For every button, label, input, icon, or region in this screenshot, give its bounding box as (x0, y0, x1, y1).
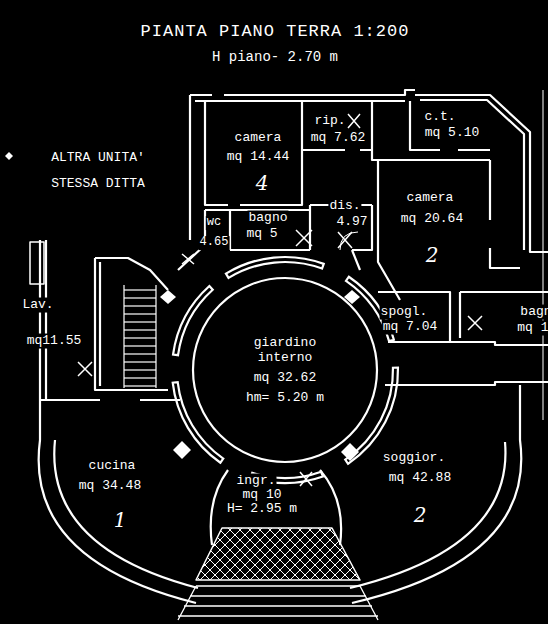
stair-tread (124, 321, 156, 322)
wall (40, 399, 180, 401)
stair-tread (124, 289, 156, 290)
courtyard-name: giardino interno (235, 335, 335, 366)
outer-wall (39, 400, 198, 603)
room-name: cucina (88, 459, 137, 474)
room-area: mq 7.62 (310, 131, 367, 146)
stair-treads (124, 285, 156, 388)
room-name: bagno (247, 211, 288, 226)
ring-wall-segment (345, 368, 398, 464)
column (173, 441, 191, 459)
room-name: spogl. (380, 305, 429, 320)
sheet-border (543, 90, 544, 420)
hatched-porch (196, 528, 360, 580)
room-name: wc (206, 216, 222, 230)
hand-number: 2 (413, 504, 428, 527)
room-area: mq 5.10 (424, 126, 481, 141)
courtyard-wall (193, 278, 377, 462)
courtyard-data: hm= 5.20 m (246, 390, 324, 406)
stair-tread (124, 297, 156, 298)
stair-tread (124, 385, 156, 386)
plan-title: PIANTA PIANO TERRA 1:200 (140, 22, 411, 42)
room-name: rip. (313, 114, 346, 129)
courtyard-circle: giardino interno mq 32.62 hm= 5.20 m (190, 275, 380, 465)
stair-tread (124, 337, 156, 338)
outer-wall (350, 385, 521, 603)
room-area: mq 10 (241, 488, 282, 503)
room-area: mq 14.44 (226, 150, 290, 165)
courtyard-data: mq 32.62 (254, 370, 316, 386)
room-name: dis. (328, 199, 361, 214)
room-area: mq 5 (245, 227, 278, 242)
stair-tread (124, 369, 156, 370)
room-height: H= 2.95 m (226, 502, 298, 517)
hand-number: 1 (113, 509, 128, 532)
bullet (5, 152, 13, 160)
room-name: camera (234, 131, 283, 146)
stair-tread (124, 353, 156, 354)
outer-wall (40, 240, 46, 400)
room-name: bagn (519, 305, 548, 320)
wall (205, 101, 302, 205)
room-area: 4.65 (199, 236, 230, 250)
window (30, 242, 44, 284)
wall (410, 101, 490, 150)
ring-wall-segment (226, 257, 324, 278)
room-area: mq 7.04 (382, 320, 439, 335)
column-markers (5, 152, 360, 461)
wall (302, 101, 372, 150)
stair-tread (124, 329, 156, 330)
stair-tread (124, 361, 156, 362)
room-area: mq 34.48 (78, 479, 142, 494)
steps (178, 586, 378, 620)
plan-subtitle: H piano- 2.70 m (211, 49, 339, 65)
room-area: mq 20.64 (400, 212, 464, 227)
hand-number: 4 (255, 172, 270, 195)
stair-tread (124, 313, 156, 314)
wall (95, 258, 168, 390)
neighbour-note: ALTRA UNITA' STESSA DITTA (42, 145, 154, 197)
stair-tread (124, 305, 156, 306)
room-name: c.t. (423, 110, 456, 125)
stair-tread (124, 377, 156, 378)
room-area: mq 42.88 (388, 471, 452, 486)
room-area: 4.97 (335, 215, 368, 230)
outer-wall (420, 100, 524, 250)
hand-number: 2 (425, 244, 440, 267)
room-name: Lav. (21, 298, 54, 313)
stair-stringer (124, 285, 156, 388)
ring-wall-segment (173, 382, 224, 463)
wall (372, 150, 520, 300)
room-name: soggior. (382, 451, 446, 466)
room-name: camera (406, 191, 455, 206)
ring-wall (173, 257, 398, 483)
room-name: ingr. (235, 474, 276, 489)
outer-wall (190, 90, 415, 240)
room-area: mq11.55 (26, 334, 83, 349)
stair-tread (124, 345, 156, 346)
column (160, 290, 176, 304)
room-area: mq 13. (516, 321, 548, 336)
